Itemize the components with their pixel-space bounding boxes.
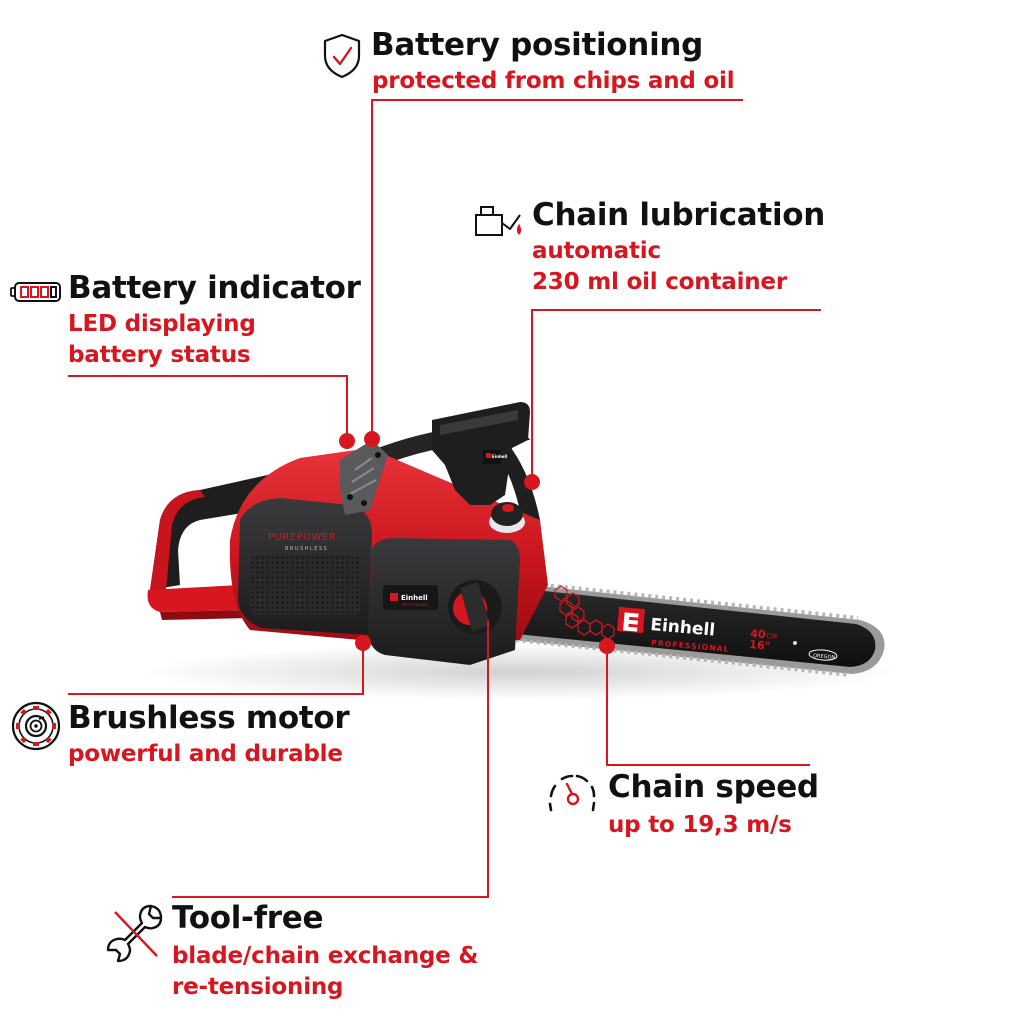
feature-detail: re-tensioning xyxy=(172,974,344,1000)
feature-title: Brushless motor xyxy=(68,700,350,736)
leader-line-battery-positioning xyxy=(371,99,373,437)
svg-text:CM: CM xyxy=(766,632,778,641)
wrench-crossed-icon xyxy=(106,904,163,963)
leader-line-chain-speed xyxy=(606,764,810,766)
feature-detail: powerful and durable xyxy=(68,741,343,767)
feature-title: Chain speed xyxy=(608,769,819,805)
callout-dot-chain-lubrication xyxy=(524,474,540,490)
callout-dot-battery-indicator xyxy=(339,433,355,449)
leader-line-tool-free xyxy=(172,896,489,898)
leader-line-battery-positioning xyxy=(371,99,743,101)
feature-title: Tool-free xyxy=(172,900,324,936)
svg-text:OREGON: OREGON xyxy=(813,653,836,661)
guide-bar: Einhell PROFESSIONAL 40 CM 16" OREGON xyxy=(512,580,885,677)
oil-cap xyxy=(489,502,525,533)
leader-line-battery-indicator xyxy=(346,375,348,437)
feature-title: Battery positioning xyxy=(371,27,704,63)
leader-line-brushless-motor xyxy=(68,693,364,695)
leader-line-battery-indicator xyxy=(68,375,348,377)
speedometer-icon xyxy=(548,774,596,812)
leader-line-chain-speed xyxy=(606,646,608,766)
shield-check-icon xyxy=(323,33,361,79)
feature-detail: up to 19,3 m/s xyxy=(608,812,792,838)
feature-detail: 230 ml oil container xyxy=(532,269,787,295)
feature-detail: protected from chips and oil xyxy=(372,68,735,94)
hand-guard: Einhell xyxy=(432,402,530,505)
svg-text:Einhell: Einhell xyxy=(492,454,508,459)
svg-text:40: 40 xyxy=(750,627,767,641)
leader-line-tool-free xyxy=(487,620,489,898)
feature-detail: LED displaying xyxy=(68,311,256,337)
battery-icon xyxy=(10,282,61,302)
feature-detail: blade/chain exchange & xyxy=(172,943,479,969)
svg-text:16": 16" xyxy=(749,638,771,653)
feature-title: Chain lubrication xyxy=(532,197,826,233)
svg-text:BRUSHLESS: BRUSHLESS xyxy=(285,546,328,552)
leader-line-brushless-motor xyxy=(362,643,364,695)
leader-line-chain-lubrication xyxy=(531,309,533,481)
leader-line-chain-lubrication xyxy=(531,309,821,311)
motor-icon xyxy=(11,701,61,751)
svg-text:PROFESSIONAL: PROFESSIONAL xyxy=(402,603,429,607)
feature-detail: battery status xyxy=(68,342,251,368)
svg-text:Einhell: Einhell xyxy=(401,594,428,602)
feature-title: Battery indicator xyxy=(68,270,361,306)
callout-dot-battery-positioning xyxy=(364,431,380,447)
svg-text:PUREPOWER: PUREPOWER xyxy=(268,532,336,543)
feature-detail: automatic xyxy=(532,238,661,264)
oil-can-icon xyxy=(475,206,522,236)
